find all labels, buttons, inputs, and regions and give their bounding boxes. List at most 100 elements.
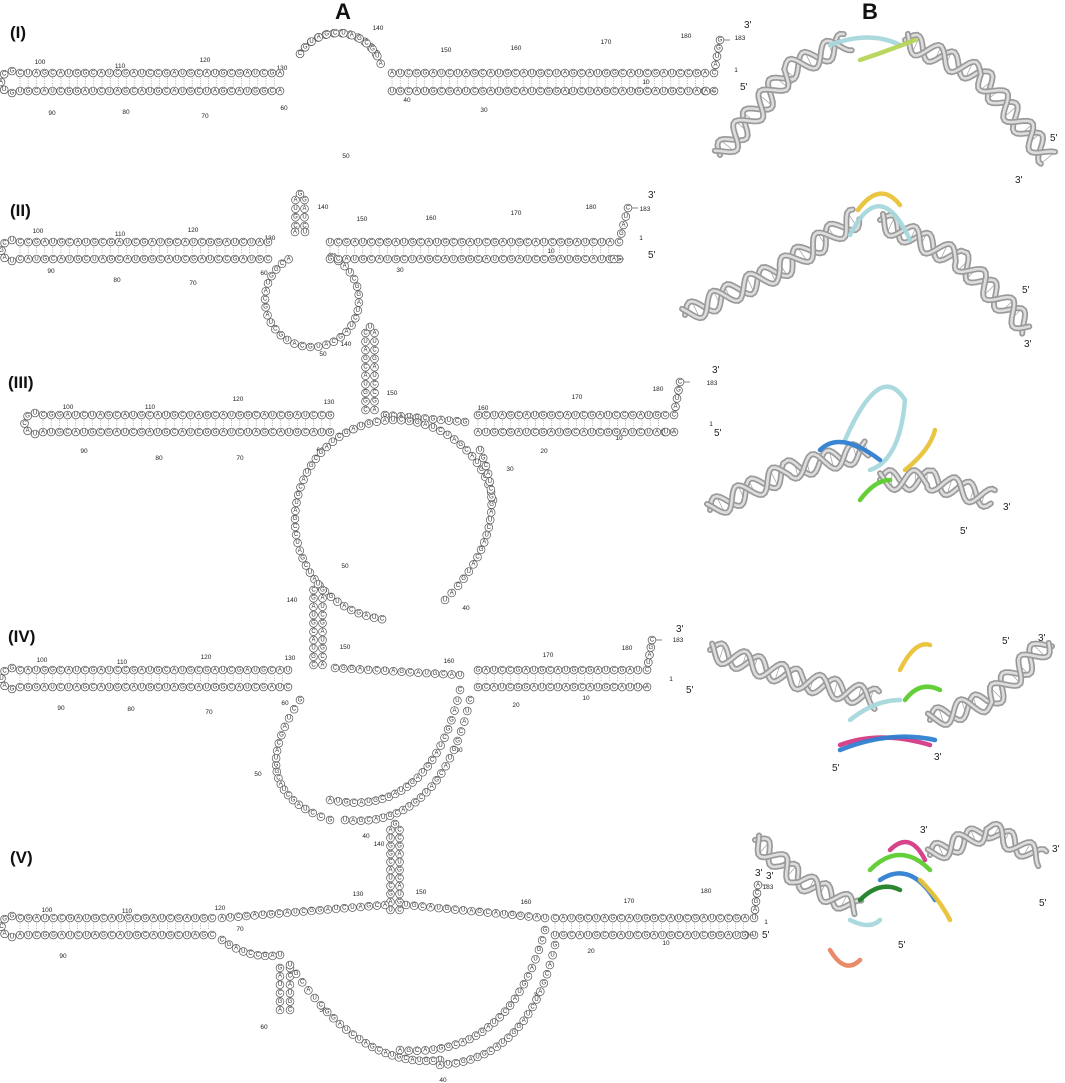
nucleotide-letter: G: [394, 256, 399, 262]
nucleotide-letter: C: [41, 412, 46, 418]
nucleotide-letter: G: [148, 684, 153, 690]
nucleotide-letter: C: [35, 932, 40, 938]
nucleotide-letter: G: [329, 594, 334, 600]
nucleotide-letter: A: [26, 256, 30, 262]
nucleotide-letter: A: [245, 667, 249, 673]
right-helix-nucleotide: [626, 68, 636, 78]
nucleotide-letter: A: [185, 915, 189, 921]
nucleotide-letter: U: [164, 412, 168, 418]
nucleotide-letter: C: [435, 256, 440, 262]
nucleotide-letter: A: [301, 477, 305, 483]
nucleotide-letter: U: [266, 281, 270, 287]
right-helix-nucleotide: [552, 68, 561, 78]
nucleotide-letter: G: [537, 947, 542, 953]
nucleotide-letter: G: [344, 239, 349, 245]
nucleotide-letter: A: [612, 256, 616, 262]
nucleotide-letter: U: [372, 373, 376, 379]
nucleotide-letter: A: [148, 429, 152, 435]
nucleotide-letter: G: [49, 412, 54, 418]
index-label: 1: [669, 676, 673, 683]
nucleotide-letter: U: [336, 799, 340, 805]
right-helix-nucleotide: [366, 237, 376, 247]
nucleotide-letter: A: [237, 684, 241, 690]
nucleotide-letter: A: [695, 88, 699, 94]
colored-segment: [847, 917, 883, 928]
nucleotide-letter: C: [468, 697, 473, 703]
left-helix-nucleotide: [153, 86, 163, 96]
nucleotide-letter: C: [448, 70, 453, 76]
nucleotide-letter: A: [578, 932, 582, 938]
nucleotide-letter: A: [423, 422, 427, 428]
left-helix-nucleotide: [24, 254, 33, 264]
nucleotide-letter: U: [193, 915, 197, 921]
nucleotide-letter: G: [126, 915, 131, 921]
nucleotide-letter: G: [349, 666, 354, 672]
nucleotide-letter: C: [372, 382, 377, 388]
nucleotide-letter: U: [328, 239, 332, 245]
right-helix-nucleotide: [342, 237, 351, 247]
nucleotide-letter: A: [320, 662, 324, 668]
nucleotide-letter: A: [639, 412, 643, 418]
left-helix-nucleotide: [15, 254, 25, 264]
nucleotide-letter: U: [140, 684, 144, 690]
index-label: 180: [586, 204, 597, 211]
nucleotide-letter: A: [538, 989, 542, 995]
nucleotide-letter: G: [410, 780, 415, 786]
nucleotide-letter: U: [465, 708, 469, 714]
right-helix-nucleotide: [643, 86, 652, 96]
nucleotide-letter: C: [472, 88, 477, 94]
nucleotide-letter: C: [280, 261, 285, 267]
right-helix-nucleotide: [375, 254, 384, 264]
nucleotide-letter: G: [505, 70, 510, 76]
nucleotide-letter: G: [509, 256, 514, 262]
index-label: 160: [521, 899, 532, 906]
nucleotide-letter: C: [91, 684, 96, 690]
ribbon-group: [711, 30, 1059, 167]
nucleotide-letter: C: [229, 684, 234, 690]
nucleotide-letter: U: [85, 915, 89, 921]
nucleotide-letter: G: [287, 412, 292, 418]
stage-label-3: (III): [8, 373, 34, 392]
nucleotide-letter: G: [233, 256, 238, 262]
nucleotide-letter: U: [475, 460, 479, 466]
index-label: 70: [236, 455, 244, 462]
nucleotide-letter: U: [49, 429, 53, 435]
nucleotide-letter: C: [456, 583, 461, 589]
loop-nucleotide: [266, 318, 276, 327]
nucleotide-letter: C: [279, 412, 284, 418]
nucleotide-letter: G: [68, 915, 73, 921]
right-helix-nucleotide: [711, 60, 720, 70]
nucleotide-letter: G: [693, 915, 698, 921]
hairpin-loop-nucleotide: [7, 66, 17, 76]
index-label: 1: [764, 919, 768, 926]
index-label: 90: [80, 448, 88, 455]
nucleotide-letter: U: [10, 237, 14, 243]
left-helix-nucleotide: [88, 86, 98, 96]
left-helix-nucleotide: [218, 86, 228, 96]
nucleotide-letter: A: [317, 35, 321, 41]
nucleotide-letter: U: [475, 1054, 479, 1060]
left-helix-nucleotide: [214, 254, 223, 264]
nucleotide-letter: G: [393, 821, 398, 827]
nucleotide-letter: U: [493, 256, 497, 262]
index-label: 10: [642, 79, 650, 86]
nucleotide-letter: U: [368, 324, 372, 330]
nucleotide-letter: C: [553, 915, 558, 921]
index-label: 140: [287, 597, 298, 604]
nucleotide-letter: C: [188, 684, 193, 690]
loop-nucleotide: [271, 325, 280, 334]
nucleotide-letter: U: [525, 256, 529, 262]
nucleotide-letter: G: [516, 667, 521, 673]
left-helix-nucleotide: [15, 237, 25, 247]
nucleotide-letter: U: [303, 412, 307, 418]
index-label: 1: [639, 235, 643, 242]
nucleotide-letter: U: [573, 412, 577, 418]
right-helix-nucleotide: [651, 86, 660, 96]
nucleotide-letter: U: [485, 532, 489, 538]
right-helix-nucleotide: [684, 68, 693, 78]
nucleotide-letter: C: [262, 70, 267, 76]
nucleotide-letter: G: [734, 915, 739, 921]
nucleotide-letter: A: [258, 239, 262, 245]
right-helix-nucleotide: [387, 86, 397, 96]
nucleotide-letter: C: [131, 429, 136, 435]
